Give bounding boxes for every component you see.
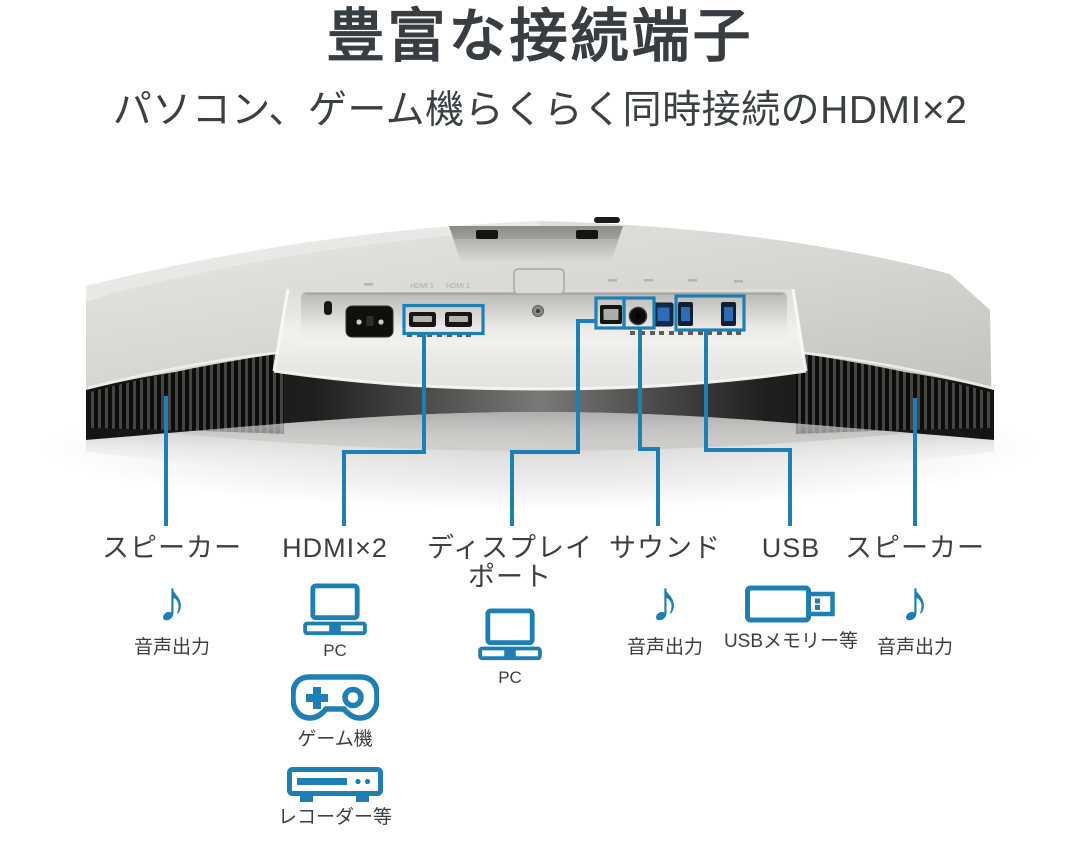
callout-caption: レコーダー等 (277, 807, 392, 828)
usb-memory-icon (745, 585, 835, 623)
top-edge-slot (594, 217, 620, 223)
grille-highlight-rim-left (87, 350, 285, 390)
music-note-icon: ♪ (900, 569, 930, 634)
hdmi-port-1-tongue (413, 316, 432, 322)
callout-label: USB (761, 533, 821, 563)
monitor-rear-illustration: HDMI 1 HDMI 2 (40, 217, 1040, 526)
callout-box-hdmi (402, 303, 485, 336)
power-inlet-pin-left (356, 319, 362, 325)
port-label-hdmi2: HDMI 2 (446, 283, 470, 290)
page-title: 豊富な接続端子 (326, 4, 754, 69)
callout-label: ディスプレイ (426, 533, 594, 563)
music-note-icon: ♪ (650, 569, 680, 634)
page-subtitle: パソコン、ゲーム機らくらく同時接続のHDMI×2 (112, 89, 968, 132)
under-band-fade (86, 412, 994, 479)
speaker-grille-left (90, 353, 284, 434)
callout-label: サウンド (609, 533, 721, 563)
callout-caption: 音声出力 (133, 637, 210, 658)
kensington-lock-slot (324, 301, 332, 315)
music-note-icon: ♪ (157, 569, 187, 634)
usb-a-port-2-tongue (724, 307, 733, 321)
callout-column-sound: サウンド ♪ 音声出力 (575, 534, 755, 659)
power-inlet-pin-center (366, 316, 374, 326)
callout-line-usb (704, 331, 792, 526)
stand-latch-slot-right (576, 230, 598, 239)
vent-holes-right (630, 331, 741, 335)
callout-label: HDMI×2 (282, 533, 388, 563)
stand-release-button (513, 268, 565, 295)
displayport-tongue (603, 309, 619, 320)
recorder-icon (287, 767, 383, 802)
callout-caption: PC (498, 668, 522, 687)
laptop-icon (303, 583, 367, 636)
screw-hole-center (536, 309, 540, 313)
port-row: HDMI 1 HDMI 2 (324, 279, 743, 338)
bulge-wall-rims (272, 288, 808, 372)
callout-caption: USBメモリー等 (723, 631, 859, 652)
laptop-icon (478, 608, 542, 661)
callout-label: スピーカー (102, 533, 242, 563)
hdmi-port-2-tongue (449, 316, 468, 322)
callout-column-speaker-left: スピーカー ♪ 音声出力 (82, 534, 262, 659)
callout-annotations (164, 294, 917, 526)
speaker-grille-right (796, 353, 990, 434)
callout-caption: 音声出力 (626, 637, 703, 658)
usb-b-port-inner (657, 307, 670, 321)
callout-label: スピーカー (845, 533, 985, 563)
callout-box-usb (674, 294, 746, 332)
callout-caption: 音声出力 (876, 637, 953, 658)
callout-caption: PC (323, 641, 347, 660)
bulge-bottom-rim (273, 369, 807, 391)
callout-line-displayport (510, 319, 596, 526)
gamepad-icon (291, 674, 379, 721)
callout-box-audio (622, 296, 656, 330)
audio-jack-hole (635, 313, 641, 319)
grille-highlight-rim-right (795, 350, 993, 390)
stand-latch-slot-left (476, 230, 498, 239)
callout-column-usb: USB USBメモリー等 (700, 534, 882, 653)
callout-label-line2: ポート (468, 562, 552, 592)
callout-column-hdmi: HDMI×2 PC ゲーム機 レコーダー等 (245, 534, 425, 829)
usb-a-port-1-tongue (681, 307, 690, 321)
bottom-band (86, 364, 994, 440)
callout-column-displayport: ディスプレイ ポート PC (425, 534, 595, 688)
callout-column-speaker-right: スピーカー ♪ 音声出力 (825, 534, 1005, 659)
port-label-hdmi1: HDMI 1 (410, 283, 434, 290)
callout-caption: ゲーム機 (297, 729, 373, 750)
power-inlet-pin-right (378, 319, 384, 325)
callout-line-sound (638, 329, 660, 526)
callout-line-hdmi (342, 334, 426, 526)
faint-port-marks (364, 279, 743, 286)
